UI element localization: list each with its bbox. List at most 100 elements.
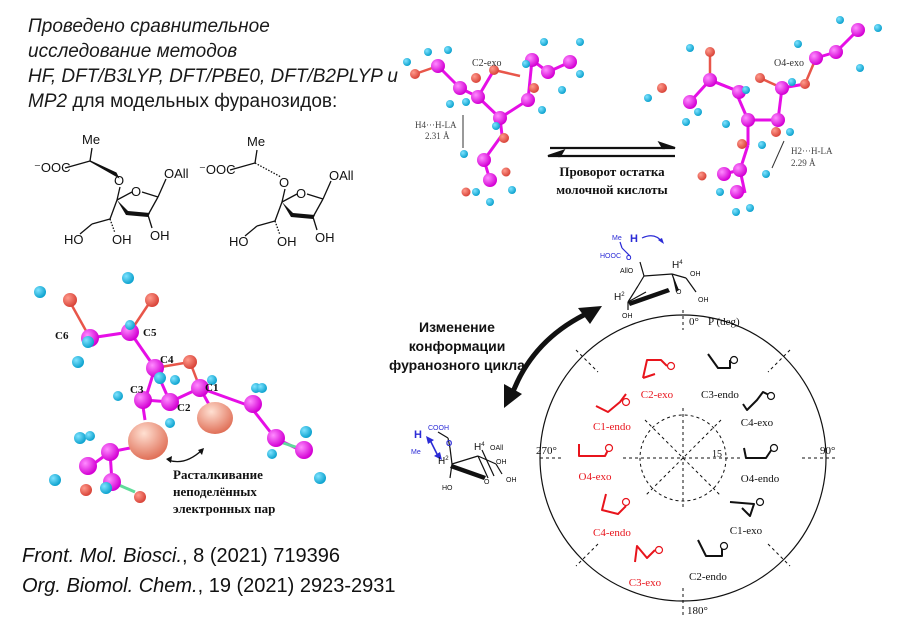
top-h4-label: H4 <box>672 260 683 271</box>
carboxylate-label: ⁻OOC <box>199 162 235 177</box>
arrowhead-down <box>504 384 522 408</box>
equilibrium-arrows <box>547 141 676 158</box>
bottom-oh-label: OH <box>506 477 517 484</box>
intro-line-1: Проведено сравнительное <box>28 16 270 37</box>
conformer-icon-c1-endo <box>595 393 631 413</box>
methyl-label: Me <box>82 132 100 147</box>
repulsion-caption-line-1: Расталкивание <box>173 467 263 482</box>
intro-line-4: MP2 для модельных фуранозидов: <box>28 89 398 114</box>
repulsion-arrow <box>167 449 203 463</box>
conformer-icon-c3-endo <box>707 353 739 369</box>
distance-arrow-right <box>771 140 785 169</box>
wheel-axes <box>540 310 836 618</box>
axis-title: P (deg) <box>708 316 740 328</box>
conformer-label-c3-endo: C3-endo <box>701 389 739 401</box>
lone-pair-lobe-left <box>128 422 168 460</box>
aglycone-label: OAll <box>329 168 354 183</box>
repulsion-caption-line-3: электронных пар <box>173 501 275 516</box>
reference-1: Front. Mol. Biosci., 8 (2021) 719396 <box>22 541 396 571</box>
left-conformer-label: C2-exo <box>472 58 501 69</box>
atom-label-c2: C2 <box>177 402 191 414</box>
conformer-icon-c4-exo <box>742 391 776 411</box>
intro-line-4-method: MP2 <box>28 91 68 112</box>
bottom-oh-label: OH <box>496 459 507 466</box>
furanoside-structures: Me ⁻OOC O O OAll HO OH OH Me ⁻OOC O O OA… <box>34 132 354 249</box>
conformer-label-o4-endo: O4-endo <box>741 473 780 485</box>
reference-2: Org. Biomol. Chem., 19 (2021) 2923-2931 <box>22 571 396 601</box>
hydroxyl-label: HO <box>64 232 84 247</box>
bottom-cooh-label: COOH <box>428 425 449 432</box>
bottom-h2-label: H2 <box>438 456 449 467</box>
top-oh-label: OH <box>622 313 633 320</box>
molecule-c2-exo <box>403 38 584 206</box>
angle-label-0: 0° <box>689 316 699 328</box>
right-conformer-label: O4-exo <box>774 58 804 69</box>
ring-oxygen-label: O <box>131 184 141 199</box>
angle-label-180: 180° <box>687 605 708 617</box>
bottom-h-label: H <box>414 429 422 441</box>
conformer-label-c4-exo: C4-exo <box>741 417 774 429</box>
equilibrium-caption-line-2: молочной кислоты <box>556 182 667 197</box>
top-hooc-label: HOOC <box>600 253 621 260</box>
conformer-icon-c2-endo <box>697 539 729 557</box>
ring-oxygen-label: O <box>296 186 306 201</box>
angle-label-270: 270° <box>536 445 557 457</box>
top-oh-label: OH <box>690 271 701 278</box>
reference-2-journal: Org. Biomol. Chem. <box>22 575 198 597</box>
top-ring-o-label: O <box>676 289 682 296</box>
structure-right <box>229 149 332 237</box>
ring-oxygen-icon <box>755 497 765 507</box>
conformer-label-c2-exo: C2-exo <box>641 389 674 401</box>
ring-oxygen-icon <box>604 443 614 453</box>
reference-1-details: , 8 (2021) 719396 <box>182 545 340 567</box>
references: Front. Mol. Biosci., 8 (2021) 719396 Org… <box>22 541 396 601</box>
top-allo-label: AllO <box>620 268 634 275</box>
conformer-label-c4-endo: C4-endo <box>593 527 631 539</box>
ring-oxygen-icon <box>666 361 676 371</box>
conformation-change-caption: Изменение конформации фуранозного цикла <box>372 318 542 375</box>
hydroxyl-label: OH <box>315 230 335 245</box>
intro-text: Проведено сравнительное исследование мет… <box>28 14 398 114</box>
aglycone-label: OAll <box>164 166 189 181</box>
hydroxyl-label: OH <box>150 228 170 243</box>
ring-oxygen-icon <box>766 391 776 401</box>
left-distance-value: 2.31 Å <box>425 131 450 141</box>
conformer-icons <box>578 353 779 563</box>
conformation-curved-arrow <box>504 306 602 408</box>
top-h-label: H <box>630 233 638 245</box>
reference-2-details: , 19 (2021) 2923-2931 <box>197 575 396 597</box>
top-me-label: Me <box>612 235 622 242</box>
right-distance-label: H2···H-LA <box>791 146 833 156</box>
top-h2-label: H2 <box>614 292 625 303</box>
conformer-icon-o4-endo <box>743 443 779 459</box>
atom-label-c1: C1 <box>205 382 218 394</box>
bottom-oall-label: OAll <box>490 445 504 452</box>
structure-top-conformer: Me HOOC O H AllO O OH OH OH H4 H2 <box>600 233 709 320</box>
bottom-me-label: Me <box>411 449 421 456</box>
conformer-label-c2-endo: C2-endo <box>689 571 727 583</box>
ring-oxygen-icon <box>654 545 664 555</box>
structure-bottom-conformer: H COOH Me O H2 H4 OAll OH OH HO O <box>411 425 517 492</box>
lone-pair-model-3d: C6 C5 C4 C3 C2 C1 Расталкивание неподелё… <box>34 272 326 516</box>
bottom-linker-o-label: O <box>446 439 452 448</box>
intro-line-4-rest: для модельных фуранозидов: <box>67 91 338 112</box>
link-oxygen-label: O <box>114 173 124 188</box>
structure-right-labels: Me ⁻OOC O O OAll HO OH OH <box>199 134 354 249</box>
link-oxygen-label: O <box>279 175 289 190</box>
bottom-h4-label: H4 <box>474 442 485 453</box>
inner-circle-label: 15 <box>712 449 722 460</box>
conformer-icon-o4-exo <box>578 443 614 457</box>
conformation-caption-line-1: Изменение конформации <box>408 319 506 354</box>
conformer-icon-c4-endo <box>601 493 631 515</box>
atom-label-c5: C5 <box>143 327 157 339</box>
conformer-icon-c2-exo <box>642 359 676 379</box>
lone-pair-lobe-right <box>197 402 233 434</box>
ring-oxygen-icon <box>729 355 739 365</box>
reference-1-journal: Front. Mol. Biosci. <box>22 545 183 567</box>
top-oh-label: OH <box>698 297 709 304</box>
atom-label-c6: C6 <box>55 330 69 342</box>
conformer-icon-c1-exo <box>729 497 765 517</box>
conformer-label-c1-endo: C1-endo <box>593 421 631 433</box>
right-distance-value: 2.29 Å <box>791 158 816 168</box>
